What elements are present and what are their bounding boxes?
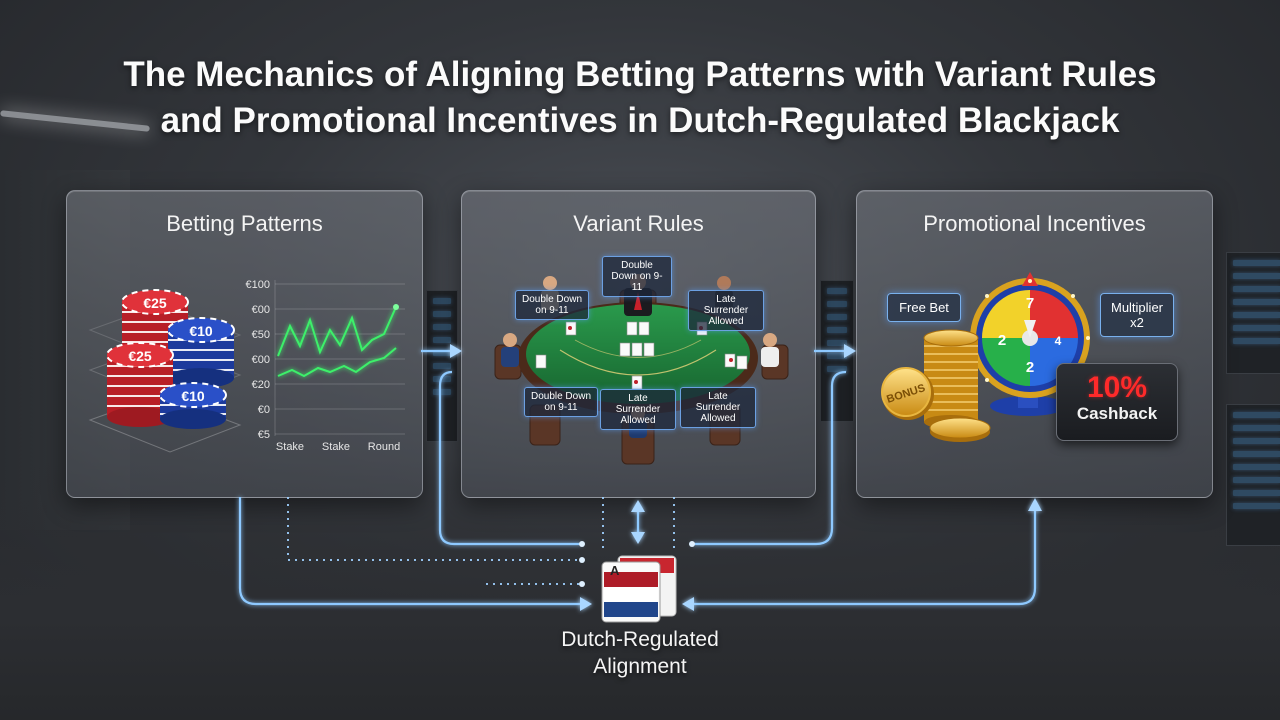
x-tick: Stake (276, 441, 304, 453)
rule-tag: Double Down on 9-11 (515, 290, 589, 320)
rule-tag: Late Surrender Allowed (688, 290, 764, 331)
wheel-number: 7 (1026, 295, 1034, 312)
y-tick: €20 (252, 379, 270, 391)
server-rack (1226, 252, 1280, 374)
prize-wheel: 7 2 2 4 (970, 272, 1090, 398)
free-bet-tag: Free Bet (887, 293, 961, 322)
flat-coin (929, 417, 991, 442)
wheel-number: 2 (998, 332, 1006, 349)
chip-label: €10 (189, 323, 213, 339)
flow-connectors (238, 349, 1037, 606)
stake-line-upper (277, 306, 397, 357)
cashback-ticket: 10% Cashback (1056, 363, 1178, 441)
chip-label: €25 (128, 348, 152, 364)
y-tick: €0 (258, 404, 270, 416)
rule-tag: Double Down on 9-11 (524, 387, 598, 417)
red-chip-stack-front (106, 342, 174, 427)
rule-tag: Late Surrender Allowed (600, 389, 676, 430)
dutch-regulated-alignment-label: Dutch-Regulated Alignment (510, 626, 770, 680)
wheel-number: 2 (1026, 359, 1034, 376)
server-rack (426, 290, 458, 442)
center-label-line-1: Dutch-Regulated (561, 628, 719, 651)
betting-line-chart: €100 €00 €50 €00 €20 €0 €5 Stake Stake R… (246, 279, 405, 453)
page-title: The Mechanics of Aligning Betting Patter… (0, 52, 1280, 144)
wheel-number: 4 (1055, 334, 1062, 348)
center-label-line-2: Alignment (593, 655, 687, 678)
rule-tag: Double Down on 9-11 (602, 256, 672, 297)
title-line-1: The Mechanics of Aligning Betting Patter… (123, 55, 1157, 94)
betting-patterns-title: Betting Patterns (166, 211, 323, 236)
arrowheads (450, 344, 1042, 611)
multiplier-tag: Multiplier x2 (1100, 293, 1174, 337)
title-line-2: and Promotional Incentives in Dutch-Regu… (160, 101, 1120, 140)
promo-graphics: 7 2 2 4 B (881, 272, 1090, 442)
y-tick: €5 (258, 429, 270, 441)
chip-stacks: €25 €10 €25 €10 (88, 289, 242, 453)
stake-line-lower (277, 347, 397, 378)
variant-rules-title: Variant Rules (573, 211, 704, 236)
x-tick: Stake (322, 441, 350, 453)
rule-tag: Late Surrender Allowed (680, 387, 756, 428)
bonus-coin: BONUS (881, 367, 934, 420)
blue-chip-stack-front (159, 382, 227, 429)
y-tick: €100 (246, 279, 270, 291)
server-rack (1226, 404, 1280, 546)
y-tick: €00 (252, 354, 270, 366)
dotted-connectors (287, 497, 675, 585)
y-tick: €50 (252, 329, 270, 341)
card-rank: A (610, 563, 620, 578)
dutch-flag-card: A (601, 555, 677, 623)
promotional-incentives-title: Promotional Incentives (923, 211, 1146, 236)
y-tick: €00 (252, 304, 270, 316)
chip-label: €10 (181, 388, 205, 404)
cashback-percent: 10% (1086, 371, 1148, 404)
x-tick: Round (368, 441, 400, 453)
gold-coin-stack (923, 329, 979, 429)
chip-label: €25 (143, 295, 167, 311)
cashback-label: Cashback (1076, 404, 1158, 423)
connector-dots (579, 541, 695, 587)
